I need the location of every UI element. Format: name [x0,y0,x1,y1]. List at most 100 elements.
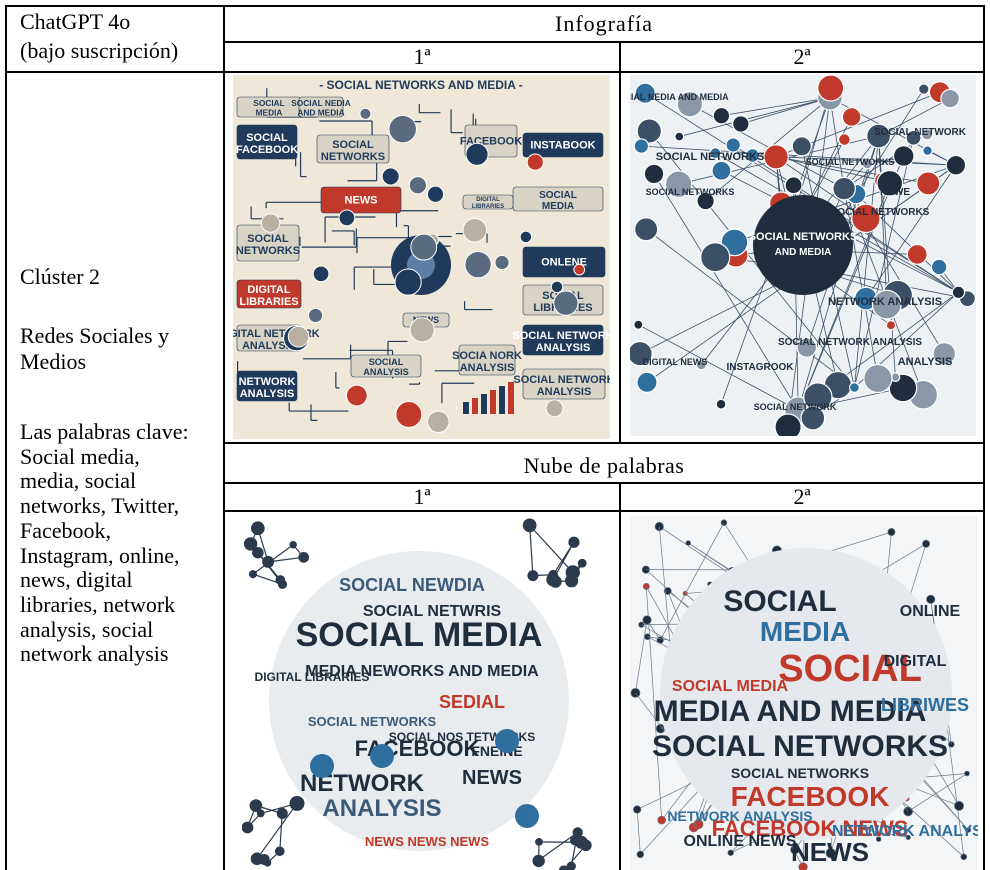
infographic-1-icon [408,176,427,195]
wordcloud-1-word: SOCIAL MEDIA [296,616,543,654]
infographic-2-icon [630,340,653,367]
infographic-2-icon [700,242,731,273]
wordcloud-col-1: 1ª [413,484,431,509]
infographic-2-connector [653,173,799,411]
wordcloud-1-node [275,575,286,585]
infographic-1-icons [260,107,586,433]
svg-text:FACEBOOK: FACEBOOK [236,144,298,156]
wordcloud-1-edge [537,831,579,862]
wordcloud-2-node [663,587,672,595]
wordcloud-1-node [522,518,537,533]
keywords-line: news, digital [20,567,133,593]
wordcloud-1-node [566,861,576,870]
keywords-line: Instagram, online, [20,542,180,568]
infographic-2-icon [945,154,967,176]
infographic-1-bar [499,386,505,414]
infographic-1-icon [395,400,423,428]
svg-text:AND MEDIA: AND MEDIA [297,107,344,117]
wordcloud-1-logo-icon [515,804,539,828]
wordcloud-2-node [964,770,970,777]
wordcloud-1-word: NEWS NEWS NEWS [365,834,490,849]
infographic-1-tag: INSTABOOK [522,132,604,158]
infographic-2-connector [721,97,831,117]
theme-line-2: Medios [20,349,86,374]
wordcloud-2-node [642,582,650,590]
keywords-line: networks, Twitter, [20,493,180,519]
wordcloud-1-word: MEDIA NEWORKS AND MEDIA [305,663,539,680]
wordcloud-heading: Nube de palabras [523,453,685,478]
wordcloud-1-word: NEWS [462,767,522,789]
keywords-line: media, social [20,468,137,494]
svg-text:SOCIAL: SOCIAL [332,139,374,151]
wordcloud-2-node [887,528,896,537]
infographic-2-icon [633,138,650,154]
infographic-2-connector [797,155,905,411]
infographic-2-icon [930,258,948,276]
infographic-2-connector [843,188,879,379]
infographic-2-icon [951,285,966,300]
wordcloud-1-node [262,555,275,568]
wordcloud-1-node [298,551,310,563]
wordcloud-1-node [256,809,265,818]
wordcloud-2-node [875,836,882,842]
wordcloud-1-node [533,855,543,866]
wordcloud-1-edge [256,803,298,860]
infographic-1-bar [463,402,469,414]
infographic-2-icon [784,176,803,195]
infographic-2-icon [791,136,812,157]
wordcloud-1-edge [529,524,574,573]
infographic-1-icon [338,209,356,227]
infografia-col-1: 1ª [413,44,431,69]
infographic-1-canvas: - SOCIAL NETWORKS AND MEDIA - SOCIALMEDI… [233,75,610,433]
table-border-right [983,5,985,870]
wordcloud-2-node [693,819,704,830]
wordcloud-1-word: SOCIAL NETWRIS [363,603,502,620]
col-divider-main [223,5,225,870]
infographic-1-icon [494,254,510,271]
svg-text:SOCIAL NETWORK: SOCIAL NETWORK [512,330,610,342]
keywords-line: libraries, network [20,591,176,617]
svg-text:NETWORKS: NETWORKS [236,245,300,257]
cluster-label: Clúster 2 [20,264,101,289]
infographic-1-icon [388,114,417,144]
infographic-2-tag: SOCIAL NETWORKS [806,157,895,167]
wordcloud-2-node [630,687,641,698]
wordcloud-1-node [248,570,258,579]
keywords-line: Las palabras clave: [20,419,189,444]
wordcloud-1-word: SEDIAL [439,692,505,712]
wordcloud-1-word: ANALYSIS [322,795,441,822]
infographic-2-connector [865,165,957,299]
svg-text:NETWORK: NETWORK [239,376,296,388]
infographic-2-icon [848,382,860,394]
infographic-2-tag: SOCIAL NETWORK [754,402,837,412]
infographic-2-icon [709,147,722,160]
infographic-2-center-text: SOCIAL NETWORKS [749,231,858,243]
wordcloud-2-node [948,741,955,748]
svg-text:SOCIA NORK: SOCIA NORK [452,350,522,362]
wordcloud-1-node [243,537,258,551]
wordcloud-1-node [242,821,254,834]
wordcloud-2-node [720,519,728,526]
wordcloud-2-edge [907,773,968,812]
infografia-heading: Infografía [555,11,653,36]
infographic-2-icon [837,133,851,147]
infographic-2-icon [817,75,845,102]
infographic-2-tag: SOCIAL NETWORK ANALYSIS [778,337,922,348]
keywords-line: Facebook, [20,517,112,543]
infographic-2-tag: DIGITAL NEWS [643,357,708,367]
wordcloud-2-edge [645,586,663,821]
row-divider-cloud-sub [223,510,985,512]
wordcloud-1-node [565,574,579,588]
wordcloud-2-node [905,834,911,840]
infographic-2-icon [916,171,941,196]
svg-text:DIGITAL: DIGITAL [247,284,290,296]
wordcloud-1-node [568,536,580,548]
infographic-1-bar [490,390,496,414]
